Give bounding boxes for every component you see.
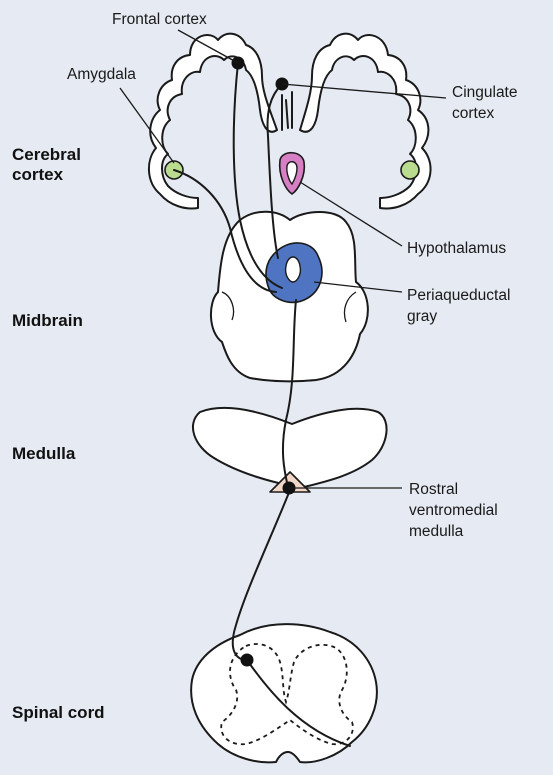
hypothalamus-label: Hypothalamus [407, 240, 506, 257]
frontal-cortex-label: Frontal cortex [112, 11, 207, 28]
left-hemisphere [149, 34, 277, 209]
section-spinal-cord: Spinal cord [12, 703, 105, 722]
section-medulla: Medulla [12, 444, 76, 463]
cingulate-leader [282, 84, 446, 98]
section-cerebral-line1: Cerebral [12, 145, 81, 164]
section-midbrain: Midbrain [12, 311, 83, 330]
amygdala-right-nucleus [401, 161, 419, 179]
rvm-label-line1: Rostral [409, 481, 458, 498]
cingulate-label-line1: Cingulate [452, 84, 518, 101]
hypothalamus-structure [280, 153, 305, 194]
pag-label-line1: Periaqueductal [407, 287, 510, 304]
amygdala-label: Amygdala [67, 66, 136, 83]
midline-fissure [282, 92, 292, 130]
spinal-neuron-dot [241, 654, 254, 667]
section-cerebral-line2: cortex [12, 165, 64, 184]
rvm-label-line3: medulla [409, 523, 464, 540]
pag-label-line2: gray [407, 308, 437, 325]
cingulate-label-line2: cortex [452, 105, 494, 122]
rvm-label-line2: ventromedial [409, 502, 498, 519]
right-hemisphere [300, 34, 431, 209]
